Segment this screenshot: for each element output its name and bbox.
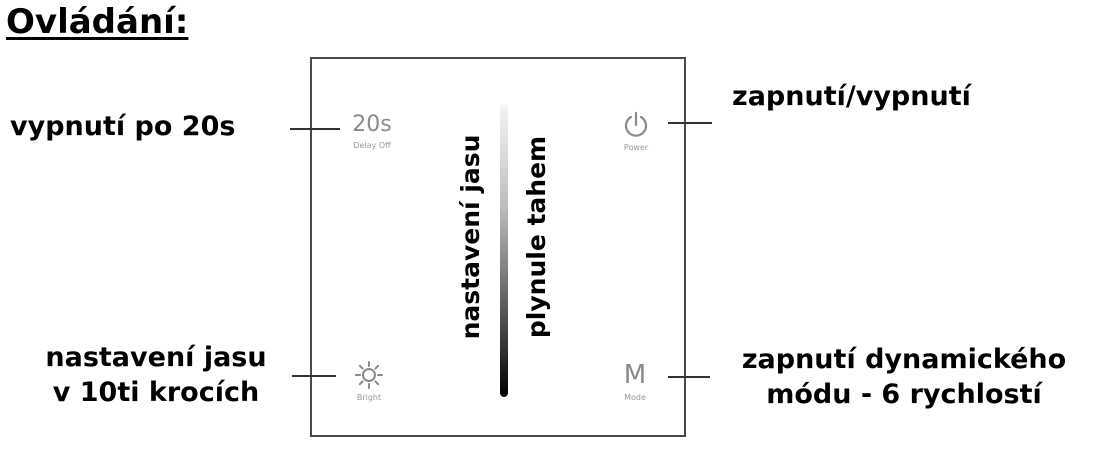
mode-caption: Mode [624,393,646,402]
power-icon [624,111,648,137]
slider-text-right: plynule tahem [522,135,551,339]
bright-button[interactable]: Bright [339,361,399,402]
slider-text-left: nastavení jasu [456,134,485,340]
power-button[interactable]: Power [606,111,666,152]
label-bright-line1: nastavení jasu [45,342,267,373]
delay-off-button[interactable]: 20s Delay Off [342,112,402,151]
label-power: zapnutí/vypnutí [732,81,971,112]
page-heading: Ovládání: [6,2,189,42]
label-mode: zapnutí dynamického módu - 6 rychlostí [720,342,1088,412]
mode-value: M [623,360,647,390]
touch-panel: 20s Delay Off Power Bright M Mode nastav… [310,57,686,437]
label-mode-line1: zapnutí dynamického [741,344,1067,375]
connector-mode [668,376,710,378]
bright-caption: Bright [356,393,382,402]
delay-off-caption: Delay Off [353,141,391,150]
connector-delay-off [290,128,340,130]
label-bright-line2: v 10ti krocích [52,377,260,408]
connector-power [668,122,712,124]
sun-icon [355,361,383,389]
label-bright: nastavení jasu v 10ti krocích [28,340,284,410]
mode-button[interactable]: M Mode [605,361,665,402]
brightness-slider[interactable] [500,104,508,397]
label-delay-off: vypnutí po 20s [10,111,236,142]
connector-bright [292,375,336,377]
delay-off-value: 20s [352,112,392,137]
power-caption: Power [623,143,649,152]
label-mode-line2: módu - 6 rychlostí [766,379,1042,410]
